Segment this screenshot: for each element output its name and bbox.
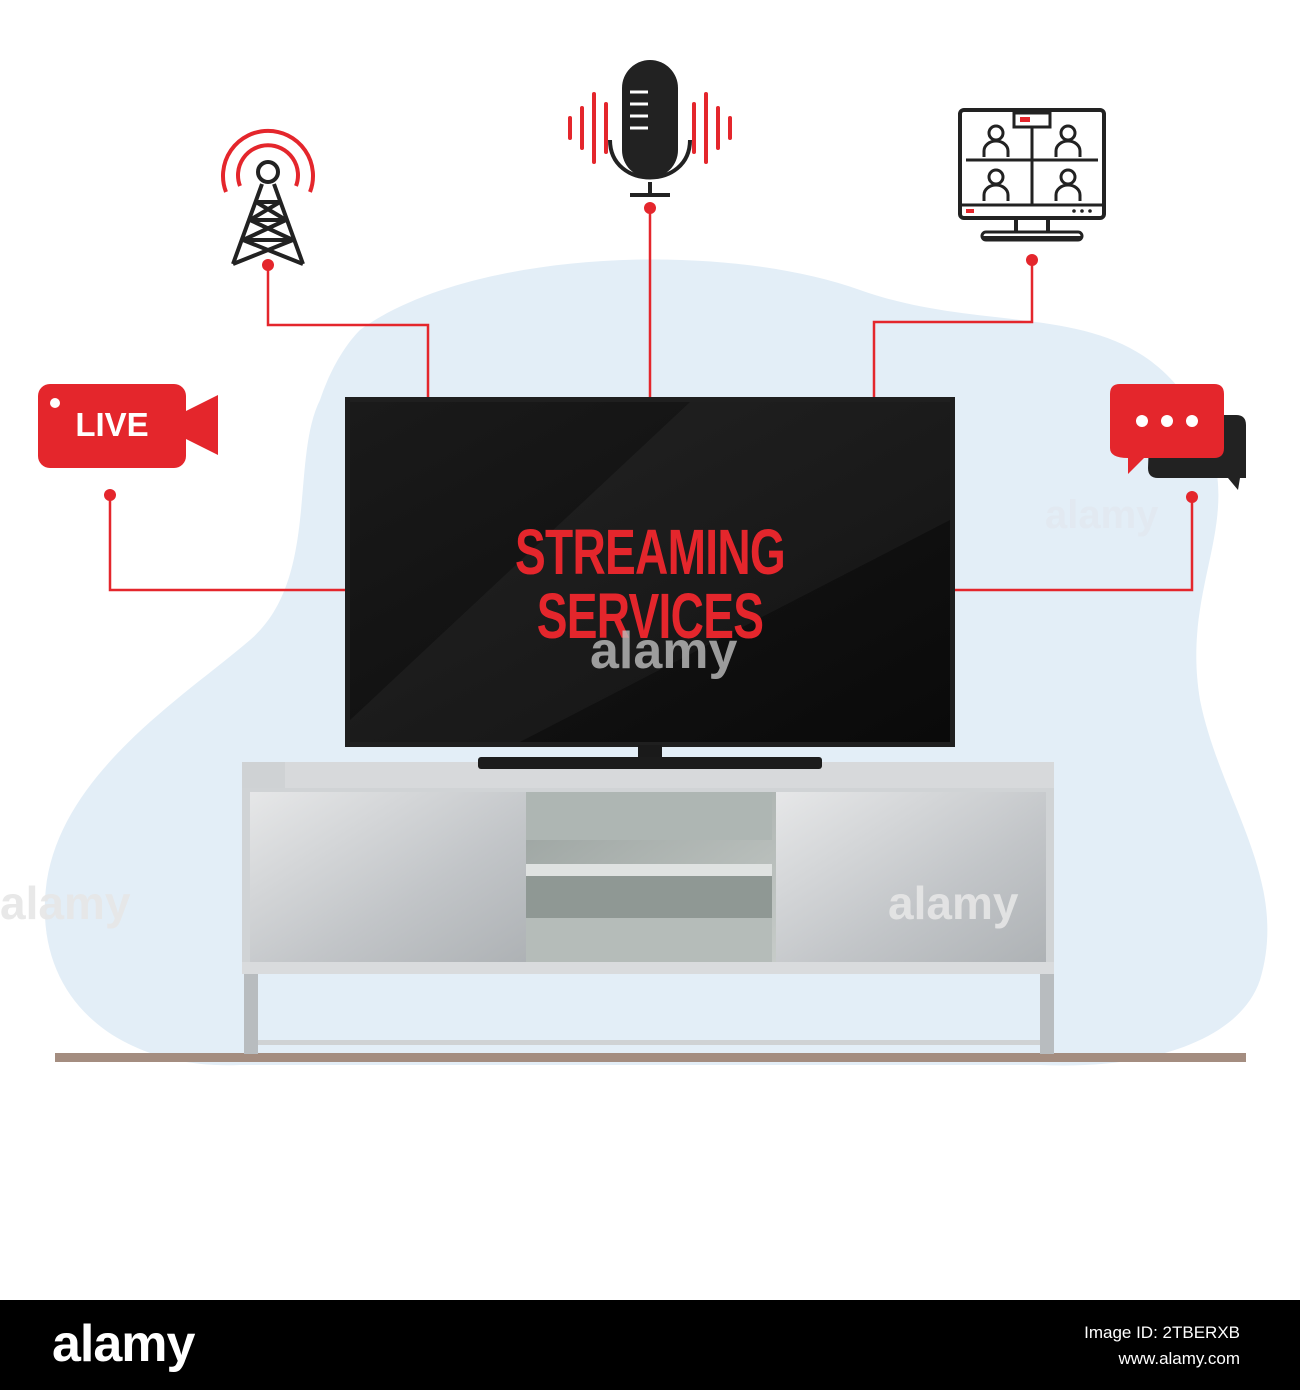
broadcast-tower-icon [221, 128, 315, 266]
microphone-soundwave-icon [568, 60, 732, 197]
footer-bar: alamy Image ID: 2TBERXB www.alamy.com [0, 1300, 1300, 1390]
live-camera-icon [38, 384, 218, 468]
streaming-illustration [38, 60, 1268, 1066]
connector-lines [108, 208, 1194, 592]
watermark: alamy [590, 622, 738, 680]
video-conference-monitor-icon [958, 108, 1106, 242]
footer-logo: alamy [52, 1315, 195, 1373]
screen-title: STREAMING SERVICES [515, 516, 786, 652]
floor-line [55, 1053, 1246, 1062]
live-label: LIVE [75, 406, 149, 443]
site-url-text: www.alamy.com [1118, 1349, 1240, 1368]
chat-bubbles-icon [1110, 384, 1246, 490]
connector-dots [104, 202, 1198, 503]
image-id-text: Image ID: 2TBERXB [1084, 1323, 1240, 1342]
watermark: alamy [1045, 493, 1159, 537]
television [345, 397, 955, 769]
watermark: alamy [0, 877, 131, 929]
watermark: alamy [888, 877, 1019, 929]
